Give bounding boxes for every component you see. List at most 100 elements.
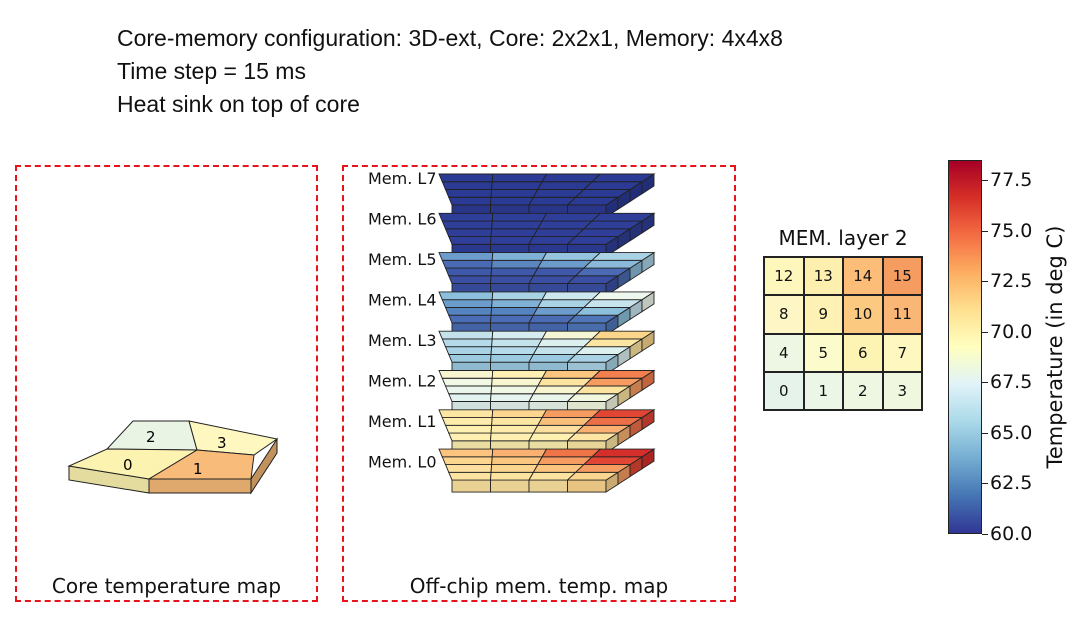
colorbar-tick [982, 331, 988, 333]
memory-cell [536, 299, 594, 308]
layer2-cell: 4 [764, 333, 804, 372]
memory-cell [441, 338, 493, 348]
memory-cell [590, 212, 656, 222]
layer2-title: MEM. layer 2 [778, 226, 908, 250]
layer2-cell: 5 [803, 333, 843, 372]
memory-cell [490, 385, 539, 395]
memory-cell [490, 306, 539, 316]
core-map-svg: 0 1 2 3 [67, 420, 279, 495]
layer2-cell: 6 [843, 333, 883, 372]
layer2-cell: 3 [882, 371, 922, 410]
colorbar-tick [982, 281, 988, 283]
colorbar [948, 160, 982, 534]
core-panel: 0 1 2 3 Core temperature map [15, 165, 318, 602]
memory-side-cell [451, 479, 491, 493]
memory-cell [541, 291, 602, 301]
memory-cell [491, 212, 548, 222]
core-map-caption: Core temperature map [51, 574, 282, 598]
memory-cell [444, 424, 493, 434]
memory-cell [490, 432, 535, 442]
memory-cell [491, 409, 548, 419]
memory-cell [541, 370, 602, 379]
memory-layer-label: Mem. L2 [368, 372, 437, 391]
memory-cell [444, 228, 493, 238]
memory-cell [438, 448, 494, 458]
memory-cell [444, 464, 493, 473]
colorbar-tick-label: 67.5 [990, 371, 1033, 394]
memory-cell [491, 173, 548, 183]
memory-cell [491, 456, 543, 466]
memory-cell [438, 409, 494, 419]
memory-cell [441, 220, 493, 230]
colorbar-tick-label: 75.0 [990, 219, 1033, 242]
memory-cell [491, 330, 548, 340]
memory-side-cell [567, 479, 607, 493]
memory-cell [490, 275, 535, 285]
memory-cell [448, 314, 492, 324]
colorbar-tick [982, 180, 988, 182]
layer2-cell: 15 [882, 257, 922, 296]
layer2-cell: 11 [882, 295, 922, 334]
memory-layer-label: Mem. L4 [368, 291, 437, 310]
memory-cell [438, 173, 494, 183]
memory-cell [438, 370, 494, 379]
memory-cell [541, 448, 602, 458]
memory-layer: Mem. L4 [368, 291, 656, 336]
core-cell-1 [147, 449, 255, 480]
heat-sink-line: Heat sink on top of core [117, 91, 360, 117]
memory-cell [490, 471, 535, 481]
colorbar-label: Temperature (in deg C) [1043, 225, 1067, 469]
core-label-2: 2 [146, 428, 156, 446]
memory-cell [438, 212, 494, 222]
memory-cell [490, 314, 535, 324]
memory-cell [448, 353, 492, 363]
memory-cell [491, 417, 543, 426]
core-label-1: 1 [193, 460, 203, 478]
colorbar-tick-label: 60.0 [990, 523, 1033, 545]
layer2-cell: 7 [882, 333, 922, 372]
layer2-cell: 2 [843, 371, 883, 410]
layer2-cell: 10 [843, 295, 883, 334]
memory-cell [448, 196, 492, 206]
memory-layer: Mem. L0 [368, 448, 656, 493]
layer2-cell: 8 [764, 295, 804, 334]
memory-cell [444, 267, 493, 277]
memory-cell [448, 236, 492, 245]
memory-cell [536, 338, 594, 348]
core-cell-3 [188, 420, 279, 456]
memory-cell [490, 464, 539, 473]
memory-cell [590, 448, 656, 458]
memory-cell [541, 212, 602, 222]
core-right-side [250, 437, 278, 495]
memory-cell [590, 173, 656, 183]
memory-cell [438, 291, 494, 301]
colorbar-tick-label: 65.0 [990, 421, 1033, 444]
memory-cell [490, 393, 535, 402]
config-line: Core-memory configuration: 3D-ext, Core:… [117, 25, 783, 51]
memory-layer: Mem. L2 [368, 369, 656, 415]
memory-cell [536, 377, 594, 387]
memory-cell [541, 173, 602, 183]
memory-cell [590, 291, 656, 301]
colorbar-tick-label: 72.5 [990, 270, 1033, 293]
memory-cell [438, 330, 494, 340]
colorbar-tick [982, 230, 988, 232]
colorbar-tick-label: 77.5 [990, 169, 1033, 192]
header: Core-memory configuration: 3D-ext, Core:… [117, 22, 783, 121]
memory-cell [590, 370, 656, 379]
memory-layer: Mem. L3 [368, 330, 656, 376]
memory-cell [491, 259, 543, 269]
layer2-cell: 0 [764, 371, 804, 410]
memory-cell [444, 346, 493, 355]
memory-cell [491, 448, 548, 458]
memory-cell [491, 291, 548, 301]
memory-cell [536, 220, 594, 230]
layer2-cell: 1 [803, 371, 843, 410]
memory-cell [441, 299, 493, 308]
memory-cell [541, 330, 602, 340]
memory-layer: Mem. L1 [368, 408, 656, 454]
memory-cell [490, 189, 539, 198]
memory-cell [438, 252, 494, 261]
colorbar-tick [982, 382, 988, 384]
